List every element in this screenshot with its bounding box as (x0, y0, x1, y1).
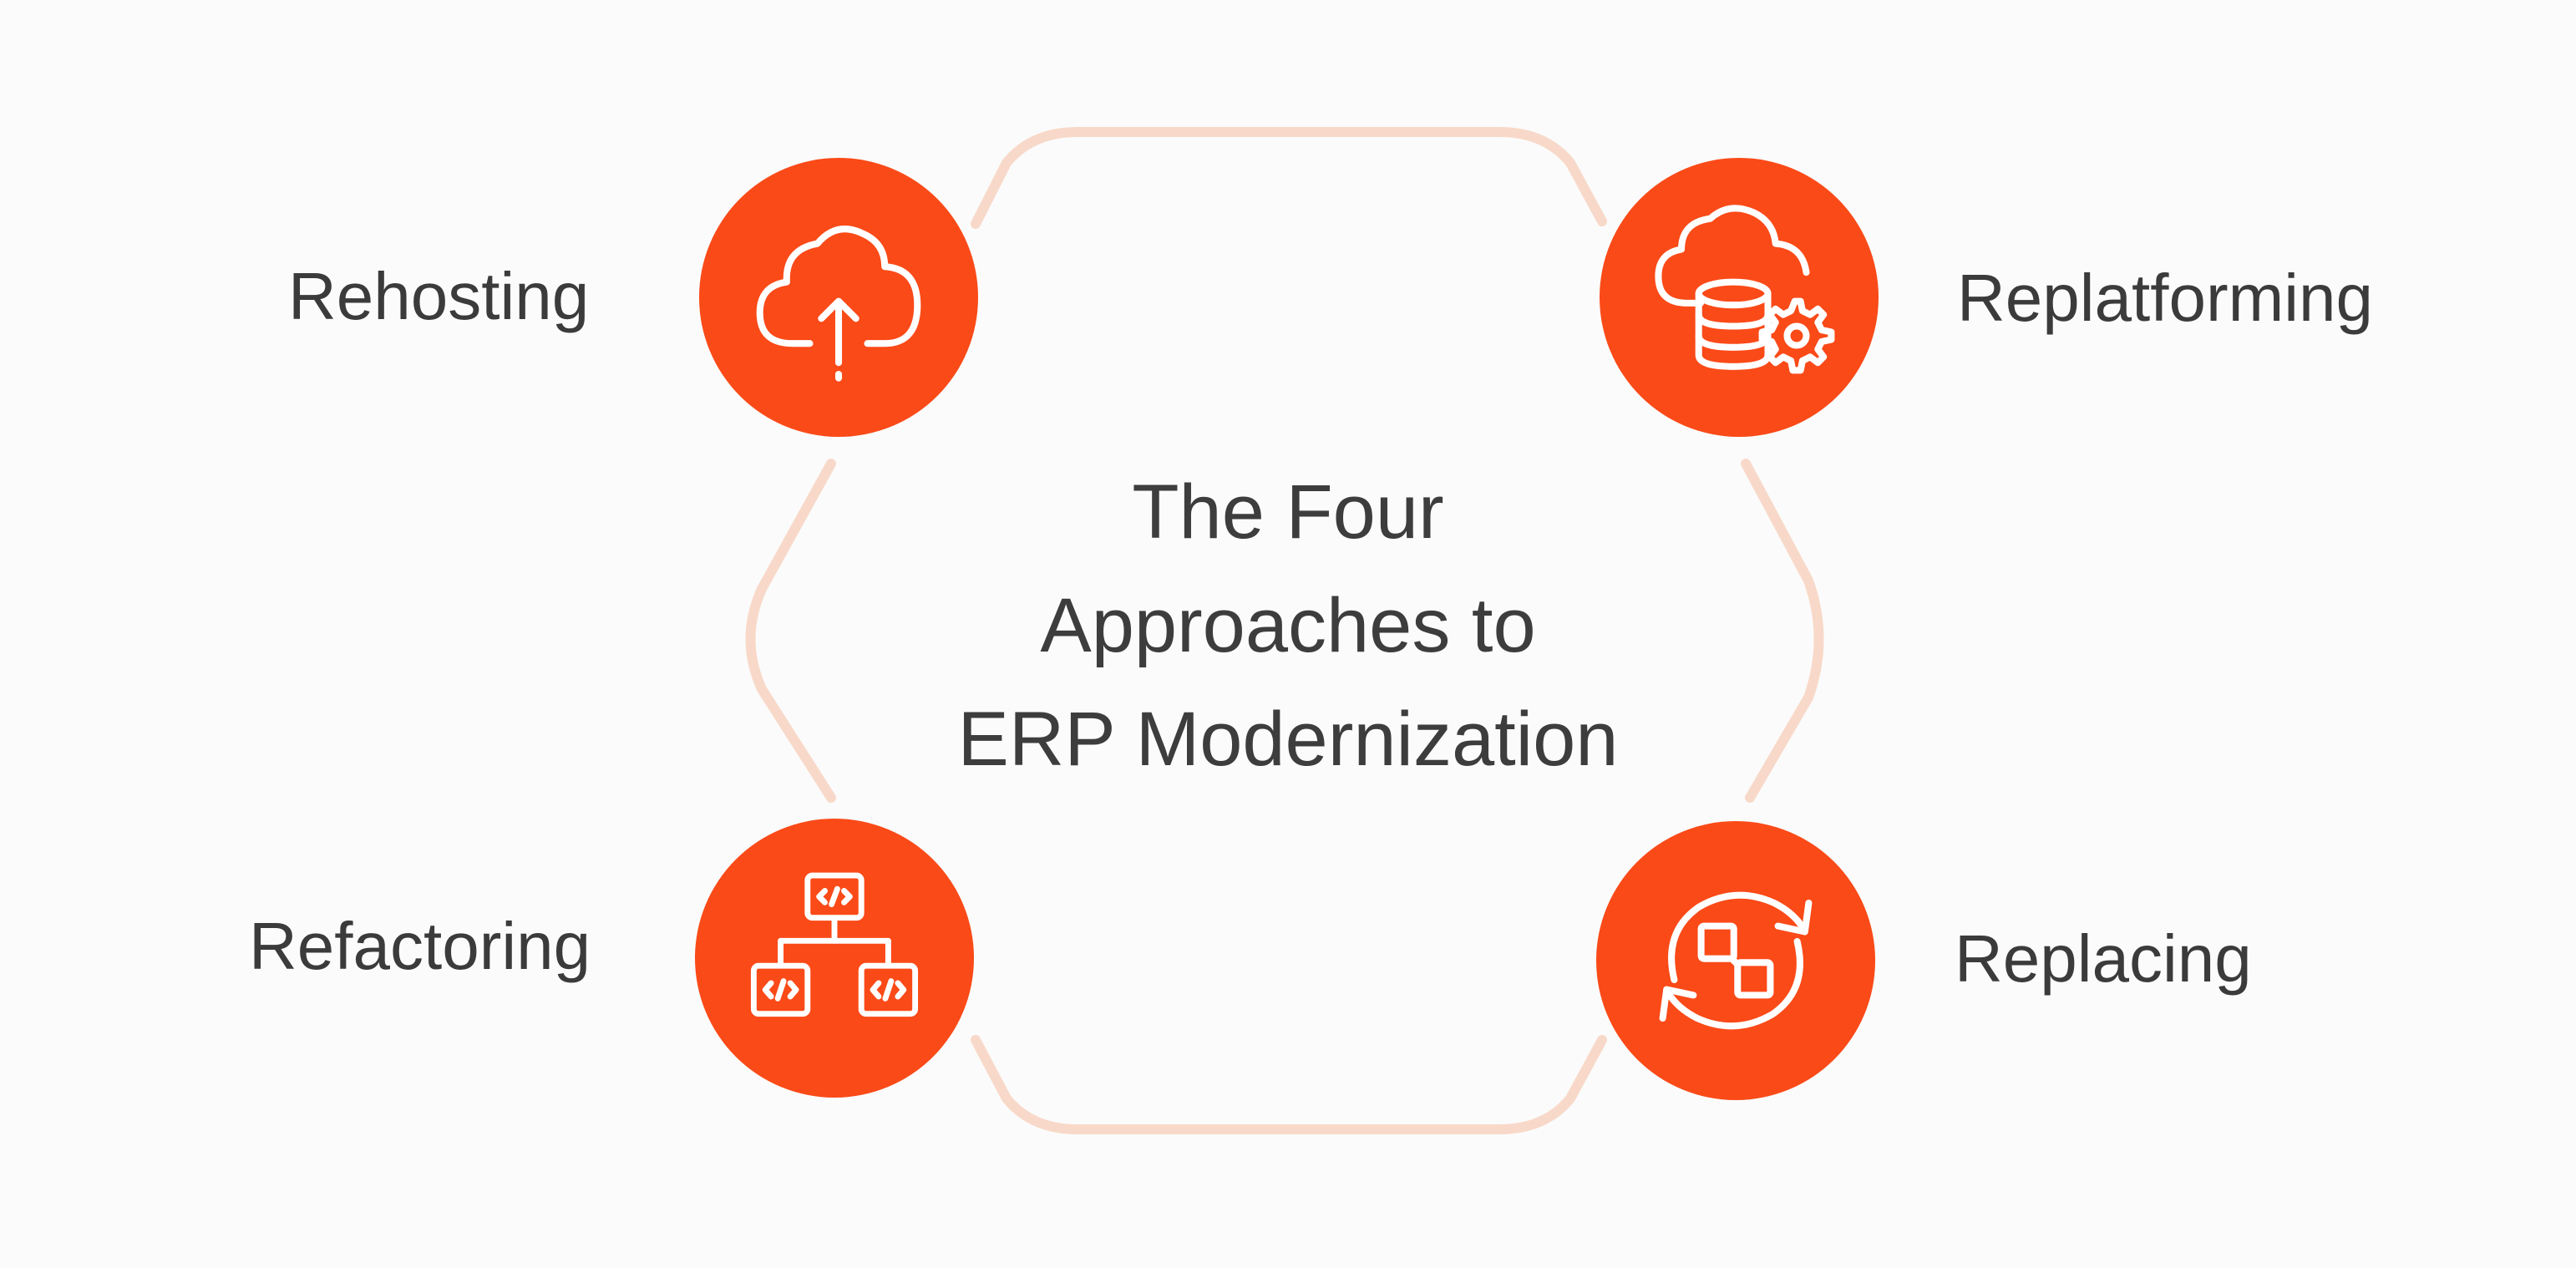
cloud-upload-icon (756, 226, 921, 382)
cloud-database-gear-icon (1655, 205, 1835, 374)
title-line-3: ERP Modernization (957, 697, 1619, 782)
approach-label-refactoring: Refactoring (249, 909, 591, 983)
code-hierarchy-icon (750, 872, 919, 1017)
approach-circle-replatforming (1600, 158, 1879, 437)
approach-circle-refactoring (695, 819, 974, 1098)
swap-cycle-icon (1659, 891, 1813, 1030)
approach-label-replatforming: Replatforming (1957, 261, 2374, 335)
approach-circle-rehosting (699, 158, 978, 437)
title-line-2: Approaches to (1040, 583, 1536, 668)
approach-label-rehosting: Rehosting (288, 259, 590, 333)
approach-circle-replacing (1596, 821, 1875, 1100)
approach-label-replacing: Replacing (1955, 921, 2252, 996)
diagram-title: The Four Approaches to ERP Modernization (870, 455, 1706, 796)
title-line-1: The Four (1132, 469, 1444, 555)
